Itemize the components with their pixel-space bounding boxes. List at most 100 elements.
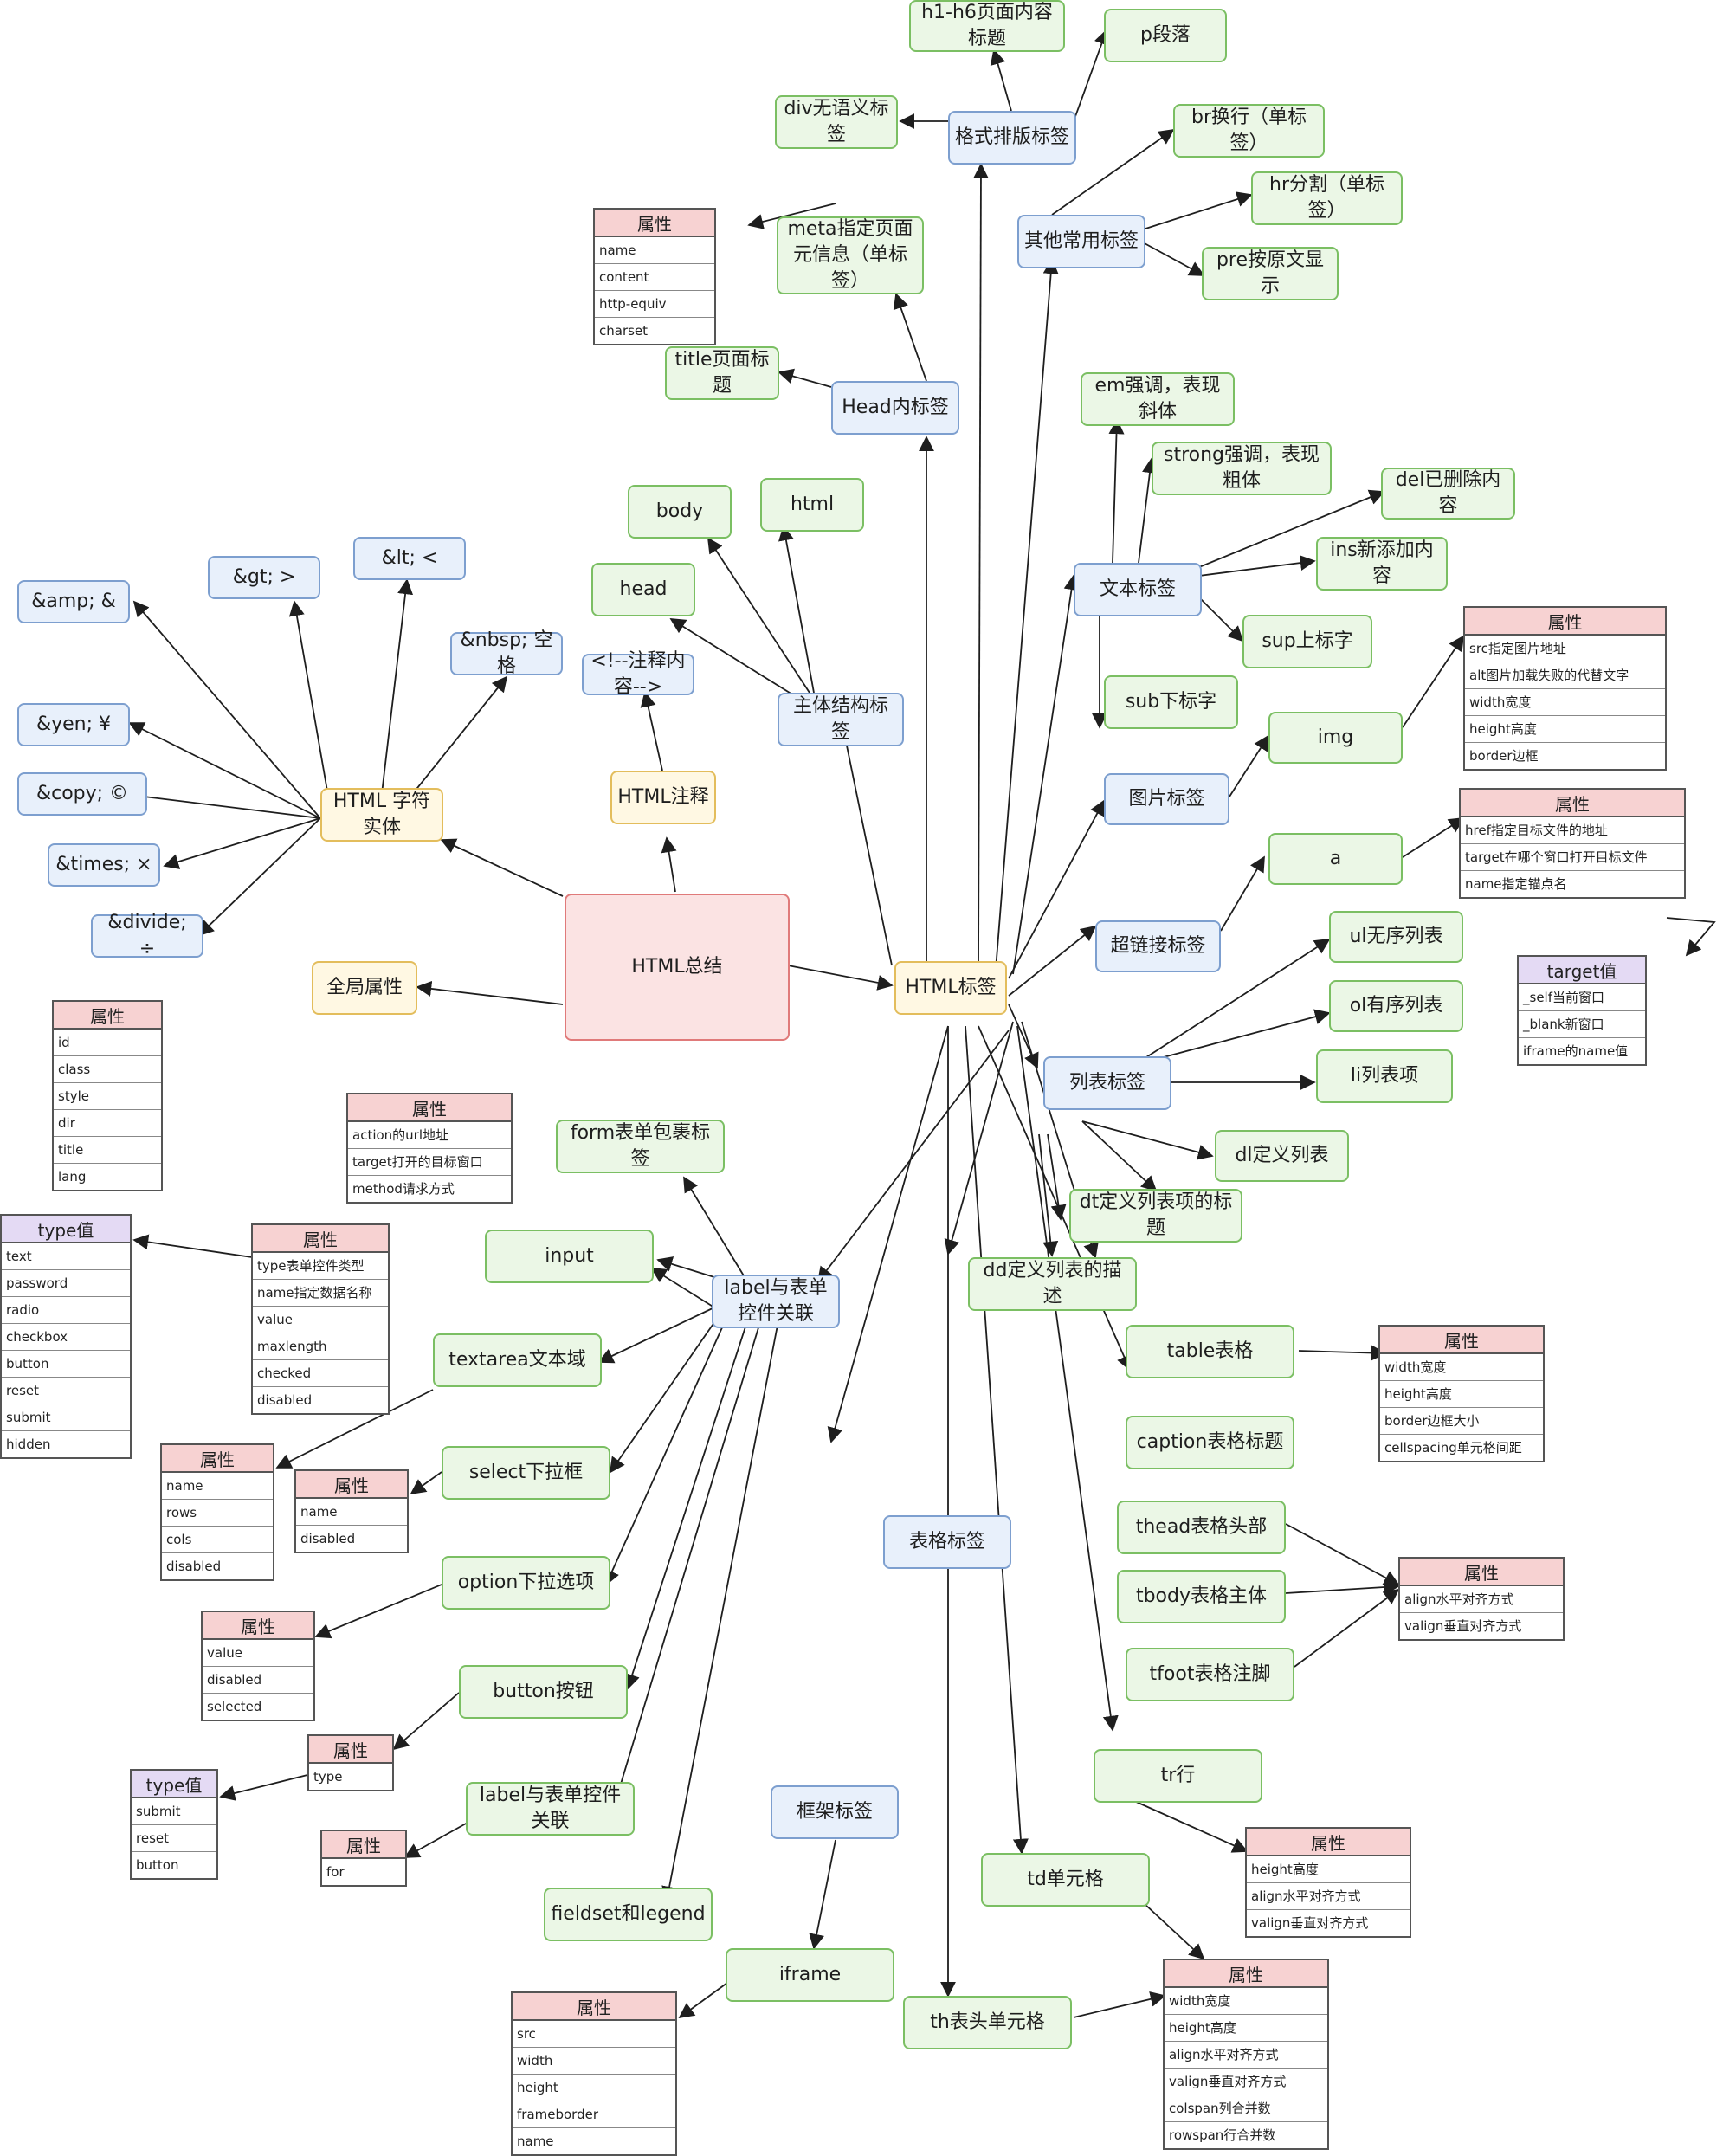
head-label: head [619, 578, 668, 601]
table-row: align水平对齐方式 [1165, 2042, 1327, 2069]
table-row: checked [253, 1360, 388, 1387]
table-row: width [513, 2048, 675, 2075]
table-row: _self当前窗口 [1519, 984, 1645, 1011]
table-row: colspan列合并数 [1165, 2095, 1327, 2122]
label-tag-label: label与表单控件关联 [479, 1785, 622, 1832]
br-node: br换行（单标签） [1173, 104, 1325, 158]
table-row: class [54, 1056, 161, 1083]
td-label: td单元格 [1027, 1869, 1104, 1891]
ol-node: ol有序列表 [1329, 980, 1463, 1032]
table-row: method请求方式 [352, 1181, 455, 1197]
cell-attr-table: 属性 width宽度 height高度 align水平对齐方式 valign垂直… [1163, 1959, 1329, 2150]
table-row: valign垂直对齐方式 [1404, 1618, 1522, 1634]
meta-label: meta指定页面元信息（单标签） [787, 218, 913, 292]
input-node: input [485, 1230, 654, 1283]
a-node: a [1268, 833, 1403, 885]
table-row: src指定图片地址 [1465, 636, 1665, 662]
table-row: rows [162, 1500, 273, 1527]
iframe-attr-table: 属性 src width height frameborder name [511, 1991, 677, 2156]
entity-copy: &copy; © [17, 772, 147, 816]
option-label: option下拉选项 [457, 1572, 595, 1594]
meta-node: meta指定页面元信息（单标签） [777, 216, 924, 294]
table-header: 属性 [1465, 608, 1665, 636]
comment-content-node: <!--注释内容--> [582, 650, 694, 698]
button-label: button按钮 [493, 1681, 594, 1703]
table-header: 属性 [203, 1612, 313, 1640]
button-attr-table: 属性 type [307, 1734, 394, 1791]
dd-label: dd定义列表的描述 [983, 1260, 1122, 1307]
form-label: label与表单控件关联 [724, 1277, 828, 1325]
table-header: 属性 [595, 210, 714, 237]
table-row: frameborder [513, 2101, 675, 2128]
table-row: submit [2, 1404, 130, 1431]
table-row: width宽度 [1465, 689, 1665, 716]
table-row: checkbox [2, 1324, 130, 1351]
label-tag-node: label与表单控件关联 [466, 1782, 635, 1836]
form-wrap-label: form表单包裹标签 [570, 1122, 711, 1170]
other-label: 其他常用标签 [1024, 230, 1139, 253]
hr-label: hr分割（单标签） [1269, 174, 1384, 222]
table-row: disabled [257, 1392, 313, 1408]
ins-label: ins新添加内容 [1330, 539, 1434, 587]
div-label: div无语义标签 [784, 98, 889, 145]
connectors [128, 29, 1716, 2019]
text-tags-label: 文本标签 [1099, 578, 1176, 601]
dt-node: dt定义列表项的标题 [1069, 1189, 1242, 1243]
head-tags-label: Head内标签 [842, 397, 949, 419]
table-row: border边框 [1469, 748, 1539, 764]
table-row: height高度 [1380, 1381, 1543, 1408]
table-row: border边框大小 [1380, 1408, 1543, 1435]
fieldset-node: fieldset和legend [544, 1888, 713, 1941]
ol-label: ol有序列表 [1349, 995, 1443, 1017]
global-attr-label: 全局属性 [326, 977, 403, 999]
fieldset-label: fieldset和legend [551, 1903, 706, 1926]
dt-label: dt定义列表项的标题 [1079, 1191, 1233, 1239]
form-wrap-node: form表单包裹标签 [556, 1120, 725, 1173]
thead-node: thead表格头部 [1117, 1501, 1286, 1554]
entity-times: &times; × [48, 843, 160, 887]
table-header: 属性 [513, 1993, 675, 2021]
img-node: img [1268, 712, 1403, 764]
table-row: cellspacing单元格间距 [1384, 1440, 1522, 1456]
iframe-label: iframe [778, 1964, 842, 1986]
table-row: action的url地址 [348, 1122, 511, 1149]
entity-nbsp: &nbsp; 空格 [450, 629, 563, 677]
table-header: 属性 [309, 1736, 392, 1764]
title-label: title页面标题 [674, 349, 770, 397]
table-row: iframe的name值 [1523, 1043, 1629, 1059]
table-row: name [296, 1499, 407, 1526]
structure-node: 主体结构标签 [778, 693, 904, 746]
form-attr-table: 属性 action的url地址 target打开的目标窗口 method请求方式 [346, 1093, 513, 1204]
table-row: width宽度 [1165, 1988, 1327, 2015]
table-header: target值 [1519, 957, 1645, 984]
table-row: target在哪个窗口打开目标文件 [1461, 844, 1684, 871]
table-row: password [2, 1270, 130, 1297]
center-label: HTML总结 [631, 956, 723, 978]
sub-label: sub下标字 [1125, 691, 1217, 713]
table-header: type值 [132, 1771, 216, 1798]
entity-amp-label: &amp; & [31, 591, 116, 613]
table-row: rowspan行合并数 [1169, 2127, 1276, 2143]
table-row: name指定锚点名 [1465, 876, 1567, 892]
tbody-node: tbody表格主体 [1117, 1570, 1286, 1623]
sup-label: sup上标字 [1262, 630, 1353, 653]
link-node: 超链接标签 [1095, 920, 1221, 972]
table-row: value [203, 1640, 313, 1667]
tr-node: tr行 [1094, 1749, 1262, 1803]
table-header: 属性 [1165, 1960, 1327, 1988]
table-row: target打开的目标窗口 [348, 1149, 511, 1176]
textarea-label: textarea文本域 [448, 1349, 586, 1372]
table-tags-node: 表格标签 [883, 1515, 1011, 1569]
entity-times-label: &times; × [55, 854, 152, 876]
entity-lt: &lt; < [353, 537, 466, 580]
a-attr-table: 属性 href指定目标文件的地址 target在哪个窗口打开目标文件 name指… [1459, 788, 1686, 899]
table-row: name [595, 237, 714, 264]
td-node: td单元格 [981, 1853, 1150, 1907]
section-attr-table: 属性 align水平对齐方式 valign垂直对齐方式 [1398, 1557, 1565, 1641]
table-row: button [136, 1857, 179, 1873]
select-label: select下拉框 [468, 1462, 584, 1484]
image-node: 图片标签 [1104, 773, 1229, 825]
text-tags-node: 文本标签 [1074, 563, 1202, 616]
table-row: type [313, 1769, 343, 1785]
